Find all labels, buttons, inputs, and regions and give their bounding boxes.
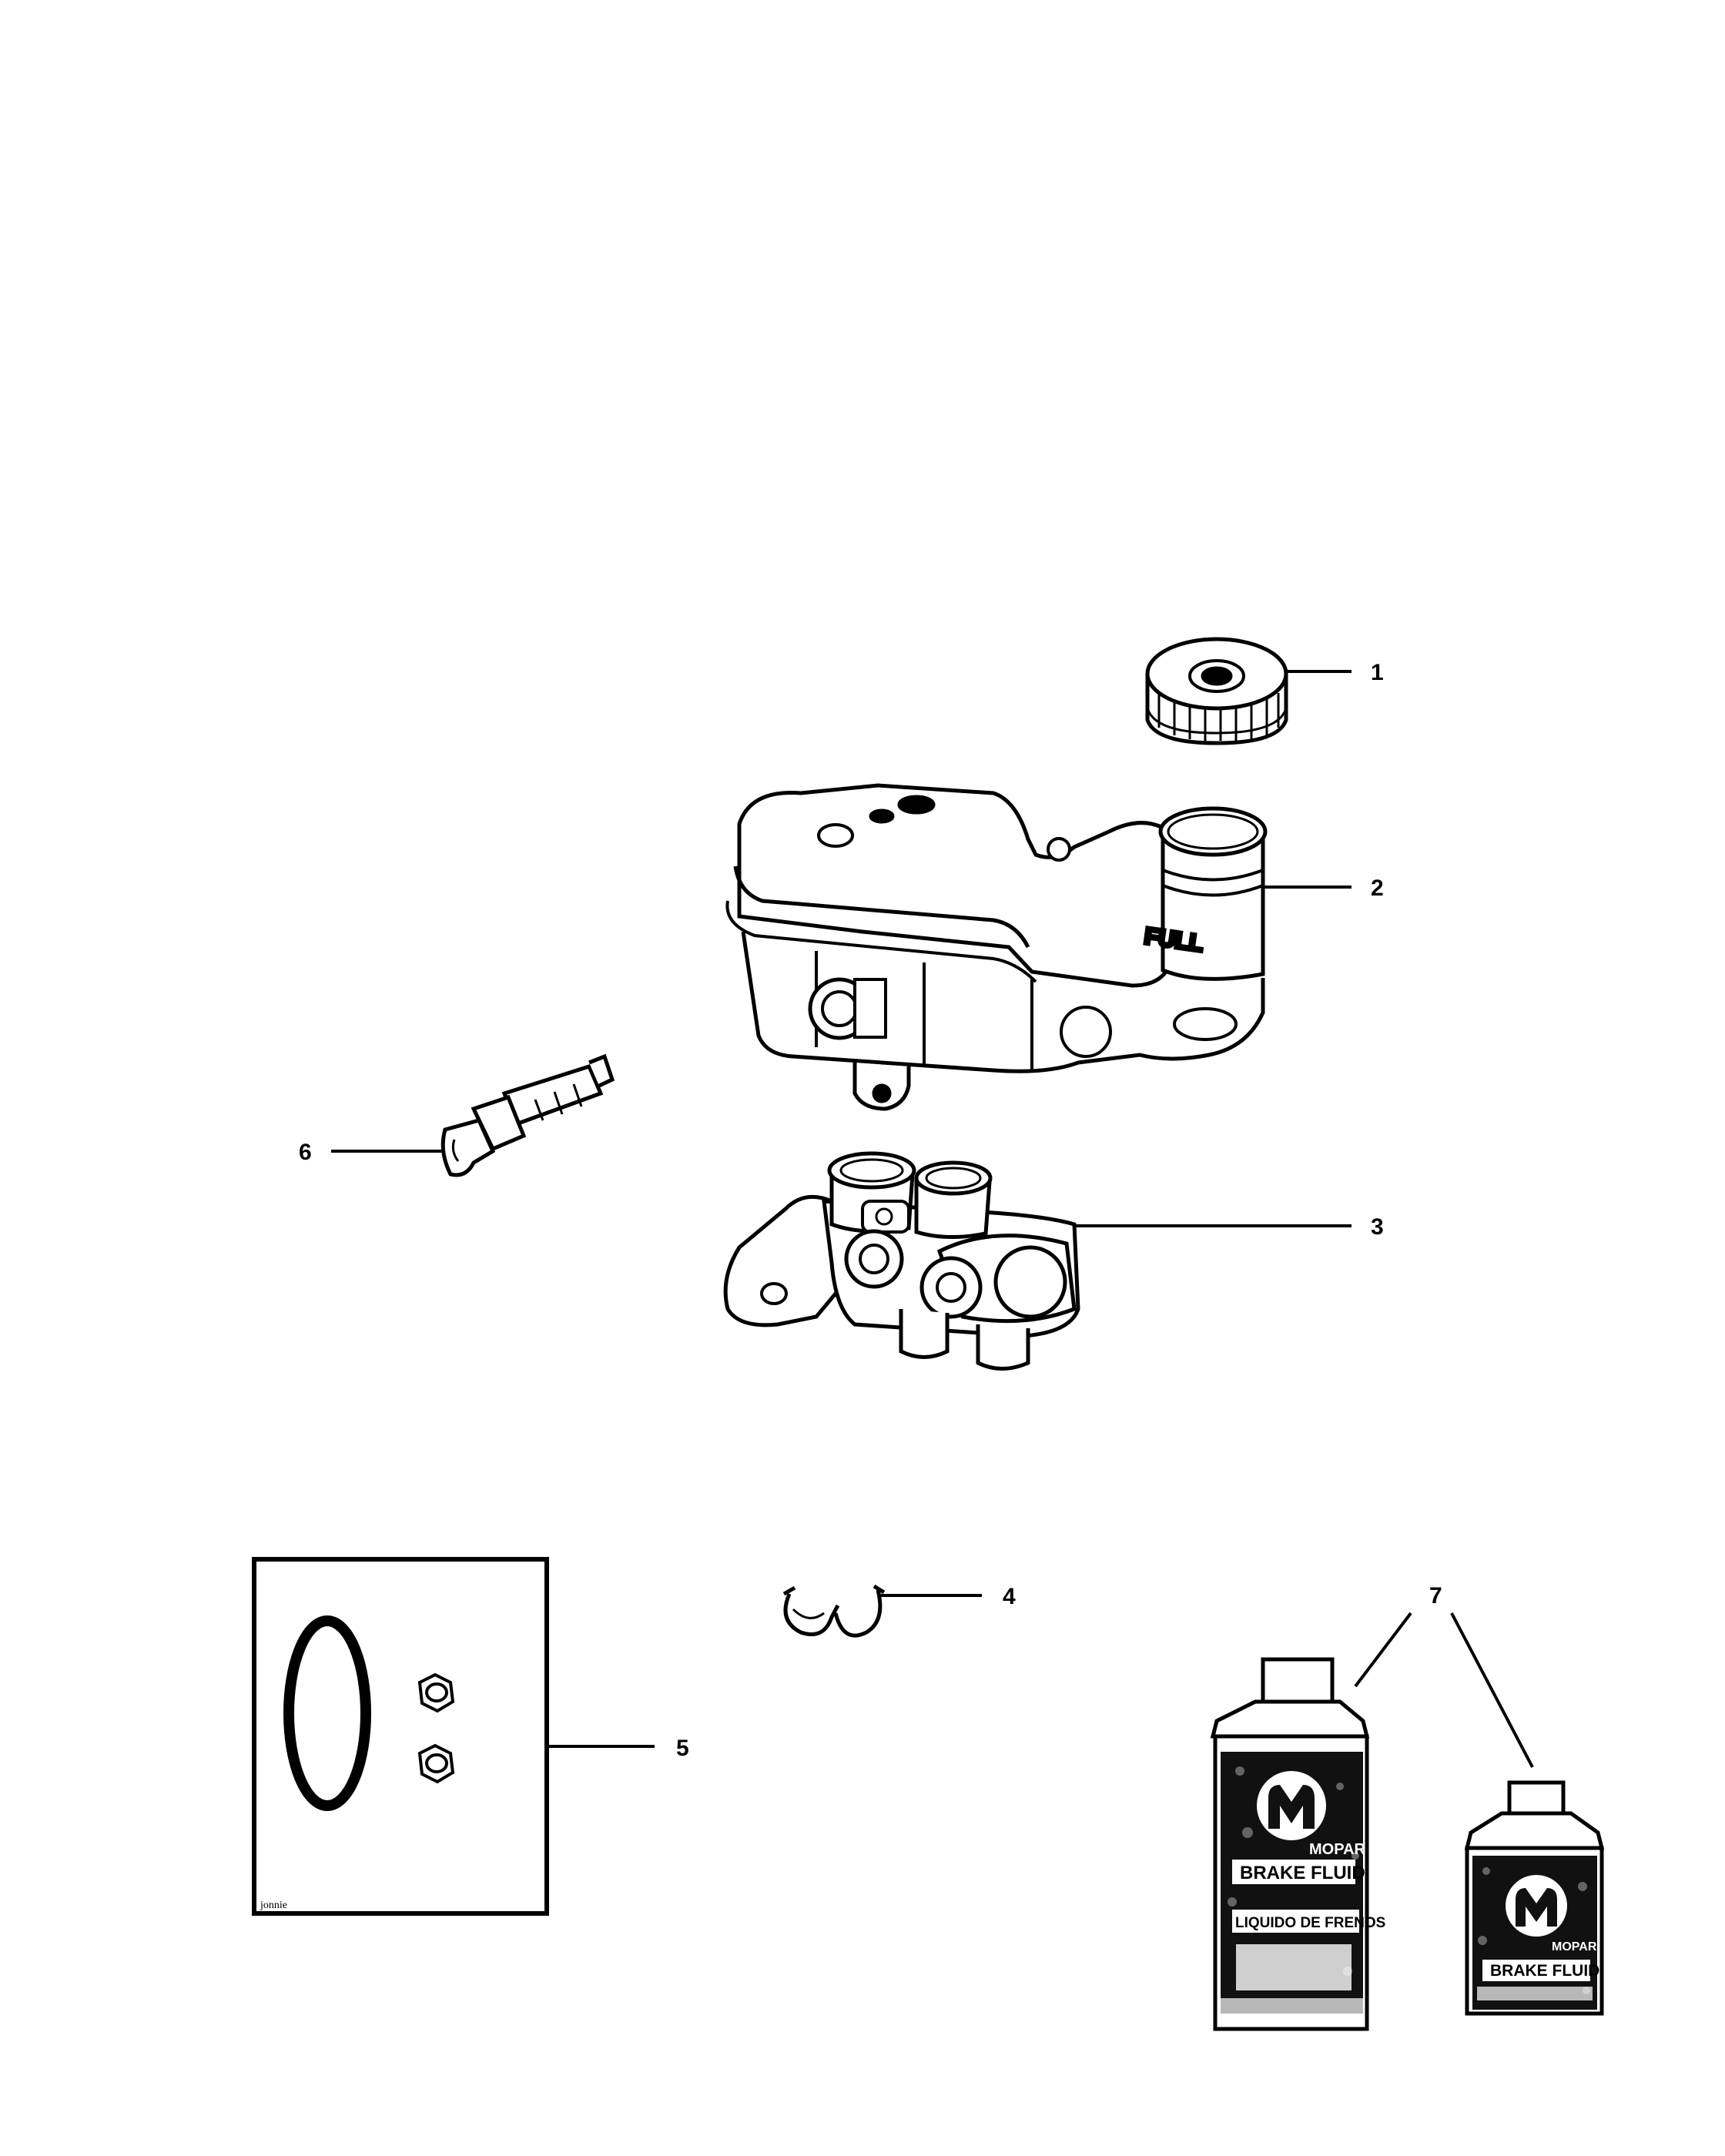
nut-upper (417, 1672, 455, 1713)
callout-3: 3 (1371, 1214, 1384, 1240)
o-ring (283, 1615, 371, 1811)
callout-6: 6 (299, 1140, 312, 1165)
part-2-brake-reservoir: FULL (725, 783, 1268, 1111)
part-4-retaining-clip (782, 1584, 886, 1638)
bottle-large-line1: BRAKE FLUID (1240, 1863, 1365, 1883)
bottle-large-brand: MOPAR (1309, 1841, 1366, 1858)
callout-4: 4 (1003, 1584, 1016, 1609)
kit-box (252, 1557, 549, 1916)
bottle-large-line2: LIQUIDO DE FRENOS (1235, 1915, 1385, 1931)
leader-line-7b (1450, 1612, 1534, 1768)
part-1-reservoir-cap (1145, 637, 1288, 745)
part-3-master-cylinder (723, 1151, 1080, 1371)
part-6-level-sensor (440, 1053, 615, 1177)
nut-lower (417, 1743, 455, 1784)
callout-7: 7 (1429, 1583, 1442, 1609)
part-5-seal-kit: jonnie (252, 1557, 549, 1916)
part-7-bottle-large: MOPAR BRAKE FLUID LIQUIDO DE FRENOS (1210, 1657, 1385, 2031)
kit-box-tag: jonnie (260, 1900, 287, 1911)
bottle-small-brand: MOPAR (1552, 1940, 1597, 1953)
bottle-small-line1: BRAKE FLUID (1490, 1962, 1599, 1980)
leader-line-7a (1354, 1612, 1412, 1688)
part-7-bottle-small: MOPAR BRAKE FLUID (1464, 1780, 1605, 2016)
leader-lines (331, 670, 1534, 1768)
callout-5: 5 (676, 1736, 689, 1761)
callout-1: 1 (1371, 660, 1384, 685)
callout-2: 2 (1371, 875, 1384, 901)
